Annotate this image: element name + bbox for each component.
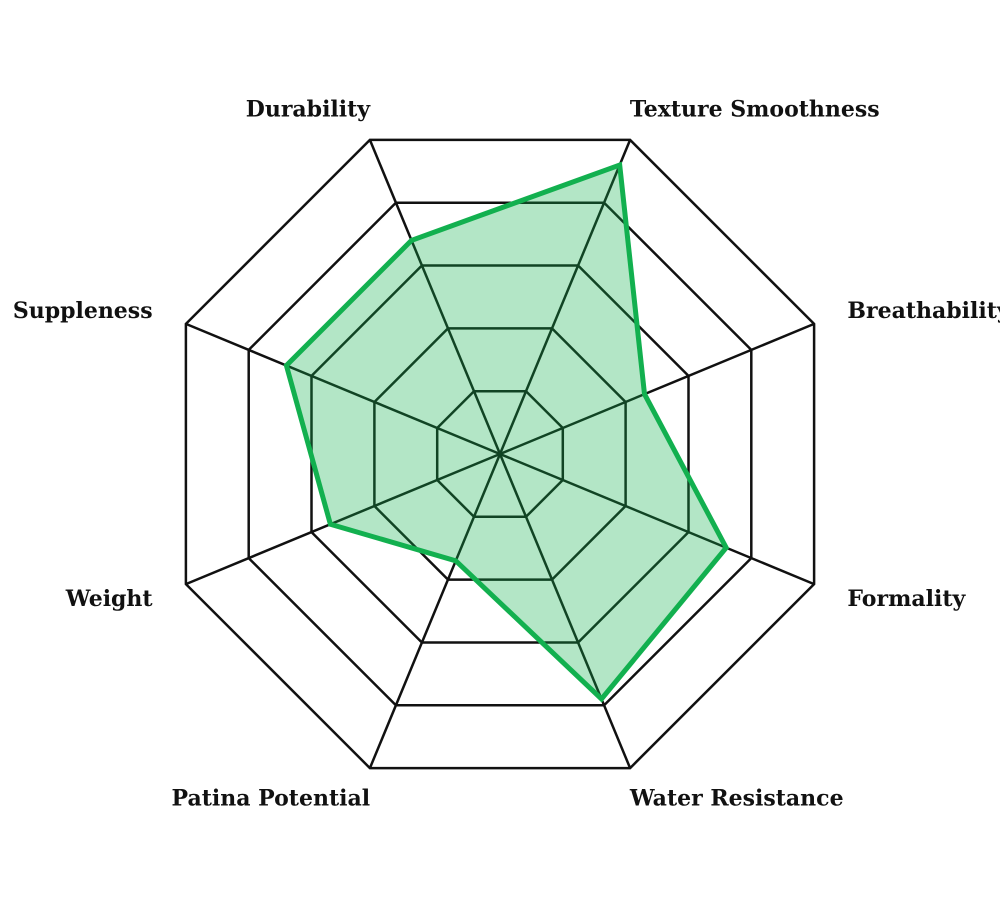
grid-spoke <box>498 139 632 455</box>
axis-label-suppleness: Suppleness <box>13 298 153 324</box>
axis-label-durability: Durability <box>246 97 372 123</box>
grid-spoke <box>498 453 632 769</box>
axis-labels: Texture SmoothnessBreathabilityFormality… <box>13 97 1000 812</box>
axis-label-water-resistance: Water Resistance <box>629 785 844 811</box>
axis-label-patina-potential: Patina Potential <box>172 785 371 811</box>
grid-spoke <box>499 322 815 456</box>
axis-label-formality: Formality <box>847 586 966 612</box>
axis-label-weight: Weight <box>65 586 154 612</box>
grid-spoke <box>368 139 502 455</box>
series-area <box>283 161 730 703</box>
radar-series <box>283 161 730 703</box>
radar-grid <box>184 138 816 770</box>
axis-label-texture-smoothness: Texture Smoothness <box>630 97 880 123</box>
grid-spoke <box>499 452 815 586</box>
grid-spoke <box>185 452 501 586</box>
grid-spoke <box>368 453 502 769</box>
axis-label-breathability: Breathability <box>847 298 1000 324</box>
grid-spoke <box>185 322 501 456</box>
